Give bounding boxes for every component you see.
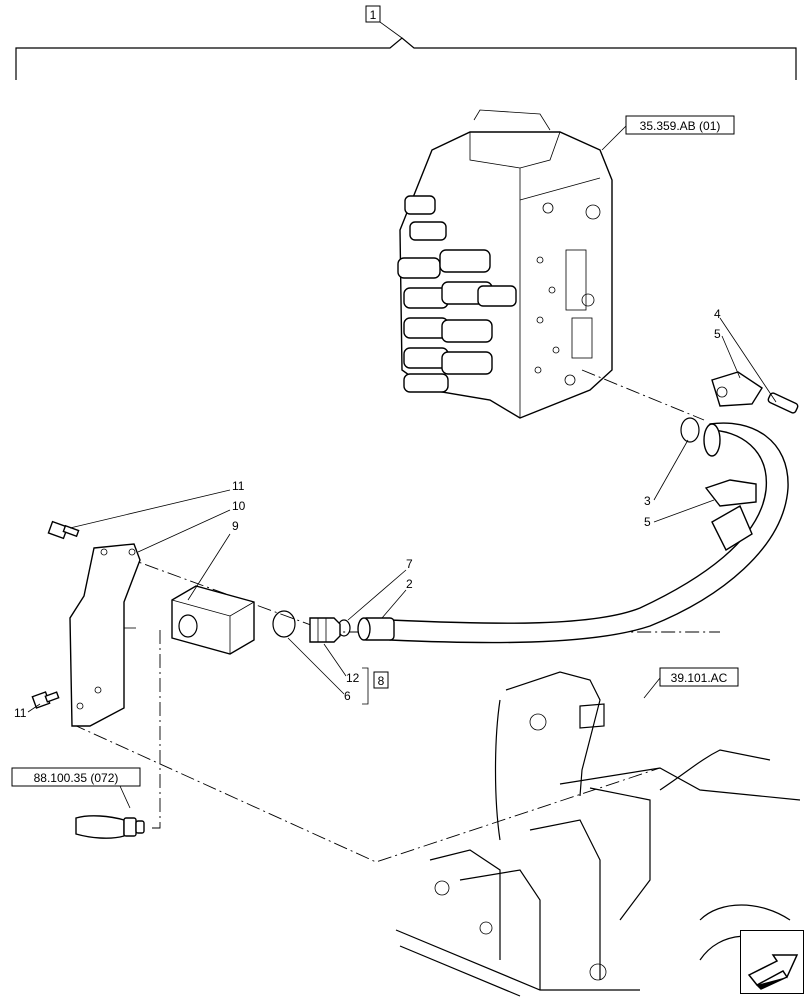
bolt-lower [31, 691, 60, 709]
callout-5-top: 5 [714, 327, 721, 341]
flange-clamp-upper [711, 371, 799, 414]
callout-9: 9 [232, 519, 239, 533]
callout-3: 3 [644, 494, 651, 508]
callout-2: 2 [406, 577, 413, 591]
callout-7: 7 [406, 557, 413, 571]
loader-frame [395, 671, 801, 997]
bolt-upper [47, 520, 80, 540]
adapter-fitting [309, 617, 341, 643]
valve-reference: 35.359.AB (01) [601, 115, 735, 151]
o-ring-adapter [272, 610, 296, 638]
callout-11-top: 11 [232, 479, 245, 493]
port-block [171, 585, 255, 655]
assembly-bracket: 1 [15, 5, 797, 80]
valve-ports [534, 202, 601, 386]
hose-assembly [357, 422, 789, 644]
callout-4: 4 [714, 307, 721, 321]
callout-10: 10 [232, 499, 246, 513]
next-page-arrow-icon [747, 954, 799, 990]
flange-clamp-lower [704, 479, 757, 507]
bracket-plate [69, 543, 141, 727]
callout-6: 6 [344, 689, 351, 703]
ref-valve-label: 35.359.AB (01) [640, 119, 721, 133]
callout-8: 8 [378, 674, 385, 688]
callout-5-bottom: 5 [644, 515, 651, 529]
callouts: 4 5 3 5 7 2 12 6 8 9 10 11 11 [14, 307, 777, 720]
callout-11-bottom: 11 [14, 706, 27, 720]
hose-reference: 88.100.35 (072) [11, 767, 141, 809]
ref-frame-label: 39.101.AC [671, 671, 728, 685]
valve-spools [397, 195, 517, 393]
hose-end-fitting [75, 815, 145, 839]
next-page-button[interactable] [740, 930, 804, 994]
callout-12: 12 [346, 671, 360, 685]
callout-1: 1 [370, 8, 377, 22]
o-ring-upper [680, 417, 700, 443]
frame-reference: 39.101.AC [643, 667, 739, 699]
control-valve-block [397, 109, 613, 419]
ref-hose-label: 88.100.35 (072) [34, 771, 119, 785]
